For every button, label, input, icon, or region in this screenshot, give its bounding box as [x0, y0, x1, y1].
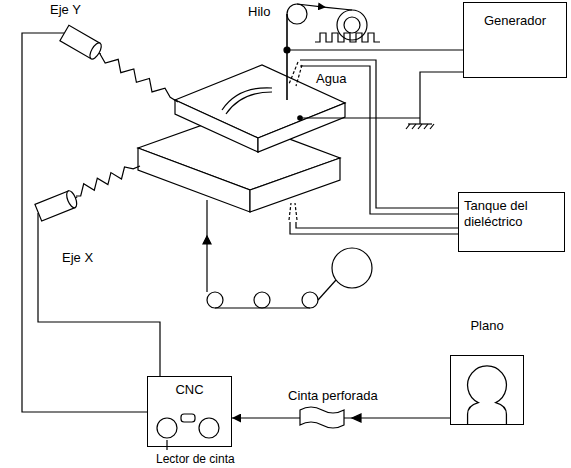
spring [100, 54, 178, 102]
head-drawing [451, 356, 523, 424]
tape-reel [199, 418, 219, 438]
control-wire [22, 33, 147, 412]
box-label: Tanque del dieléctrico [464, 198, 560, 229]
table-side [138, 148, 250, 212]
water-nozzle [289, 62, 302, 86]
guide-pulley [302, 292, 318, 308]
workpiece-contact [298, 116, 302, 120]
spring [76, 166, 140, 196]
dielectric-pipe [296, 222, 458, 228]
dielectric-pipe [290, 222, 458, 234]
reader-head [181, 414, 195, 422]
water-nozzle [289, 203, 297, 220]
motor-x [35, 189, 81, 221]
box-label: CNC [152, 382, 227, 398]
motor-y [60, 25, 105, 62]
generator-box: Generador [463, 2, 567, 78]
arrow-head [352, 414, 361, 422]
motor-shaft [75, 196, 77, 198]
head-outline [468, 365, 507, 423]
power-wire [287, 49, 463, 50]
guide-pulley [254, 292, 270, 308]
part-label: Eje X [62, 250, 93, 266]
part-label: Eje Y [50, 2, 81, 18]
part-label: Cinta perforada [288, 388, 378, 404]
wire-spool [344, 17, 360, 33]
dielectric-pipe [300, 66, 458, 214]
wire-line [326, 7, 352, 10]
box-label: Generador [470, 13, 560, 29]
part-label: Lector de cinta [156, 452, 235, 466]
wire-line [286, 14, 288, 100]
ground-wire [420, 72, 463, 124]
part-label: Agua [316, 71, 346, 87]
tape-reader-icon [157, 414, 219, 438]
drawing-box: Plano [450, 318, 524, 425]
workpiece-side [258, 103, 345, 152]
leader-line [166, 440, 167, 450]
arrow-head [203, 236, 211, 244]
control-wire [38, 213, 160, 376]
cut-groove [226, 92, 272, 114]
wire-line [318, 280, 336, 300]
tape-reel [157, 418, 177, 438]
workpiece-side [175, 100, 258, 152]
dielectric-tank-box: Tanque del dieléctrico [458, 192, 565, 252]
drawing-frame [450, 355, 524, 425]
pulse-waveform [315, 33, 380, 42]
cut-groove [222, 88, 272, 110]
motor-body [88, 41, 104, 61]
wire-line [215, 307, 310, 308]
wire-pulley [287, 4, 307, 24]
guide-pulley [207, 292, 223, 308]
motor-body [65, 189, 79, 209]
part-label: Hilo [248, 4, 270, 20]
guide-pulley [332, 248, 372, 288]
wire-line [297, 4, 326, 7]
wire-line [206, 200, 207, 236]
cnc-box: CNC [147, 376, 232, 447]
box-heading: Plano [450, 318, 524, 334]
ground-wire [300, 117, 420, 118]
ground-symbol [406, 124, 434, 129]
punched-tape [300, 407, 344, 428]
dielectric-pipe [300, 60, 458, 208]
